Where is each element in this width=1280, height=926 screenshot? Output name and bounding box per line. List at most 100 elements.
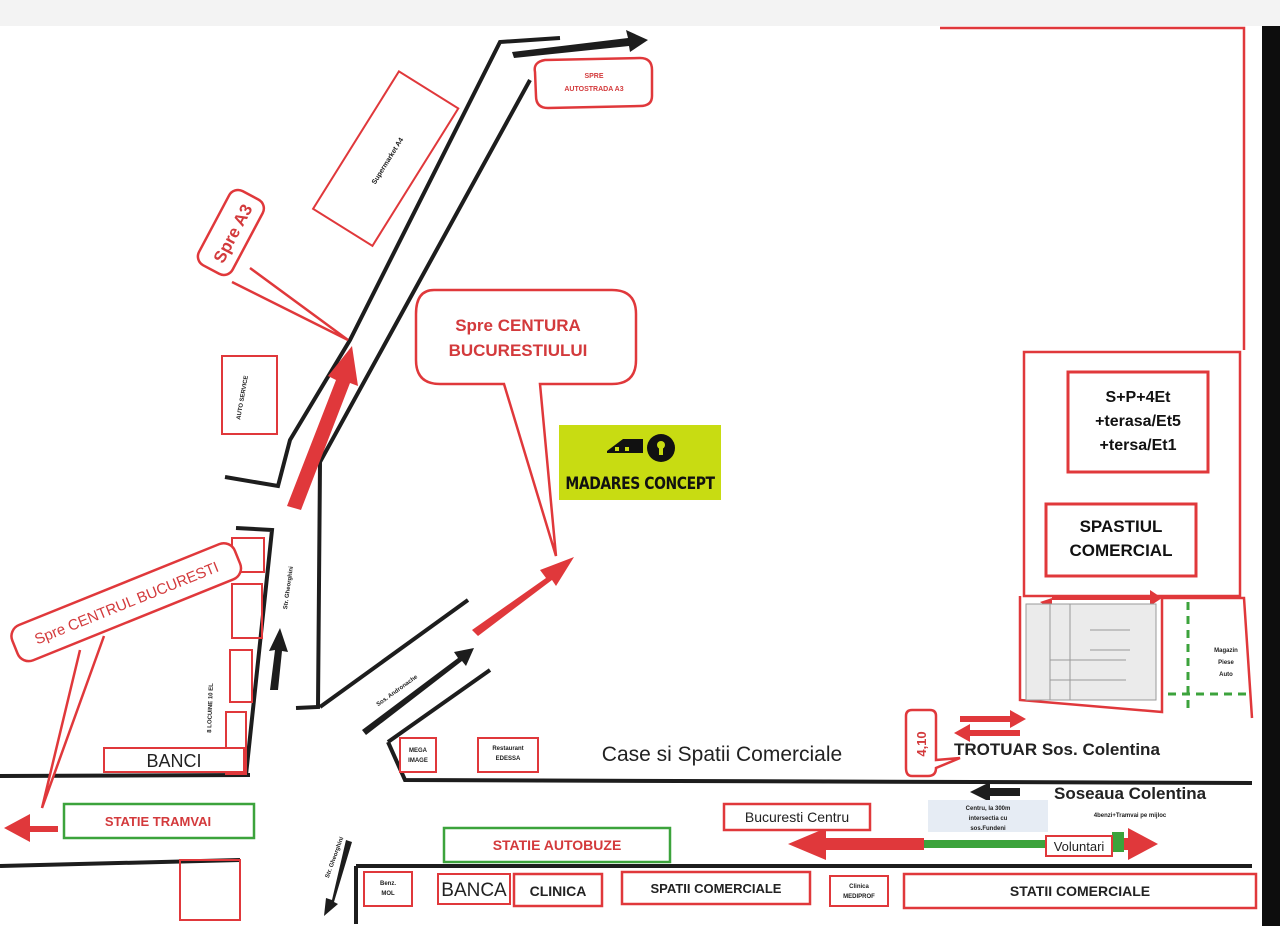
clinica-label: CLINICA <box>530 883 587 899</box>
building-line1: S+P+4Et <box>1106 389 1172 406</box>
centura-line2: BUCURESTIULUI <box>449 341 588 360</box>
callout-centura: Spre CENTURA BUCURESTIULUI <box>414 288 638 557</box>
stair-area <box>1025 603 1157 701</box>
auto-service-label: AUTO SERVICE <box>236 375 250 420</box>
statii-comerciale-box <box>902 872 1258 910</box>
statie-autobuze-box <box>442 826 672 864</box>
spatii-comerciale-label: SPATII COMERCIALE <box>651 881 782 896</box>
green-tram-line <box>924 840 1046 848</box>
magazin-green-lines <box>1168 602 1250 712</box>
road-andronache-upper <box>318 598 470 709</box>
supermarket-label: Supermarket A4 <box>371 137 405 186</box>
svg-text:Piese: Piese <box>1218 660 1234 666</box>
stair-plot <box>1018 596 1164 714</box>
road-main-north-edge <box>386 741 1253 785</box>
bucuresti-centru-label: Bucuresti Centru <box>745 809 849 825</box>
key-house-icon <box>607 434 675 462</box>
spatii-comerciale-box <box>620 870 812 906</box>
building-box: S+P+4Et +terasa/Et5 +tersa/Et1 <box>1066 370 1210 474</box>
sos-andronache-label: Sos. Andronache <box>376 674 420 708</box>
road-left-north <box>0 773 251 778</box>
benz-mol-box <box>363 871 413 907</box>
building-plot <box>1022 350 1242 598</box>
arrow-left-colentina <box>970 782 1020 802</box>
statii-comerciale-label: STATII COMERCIALE <box>1010 883 1150 899</box>
clinica-box <box>512 872 604 908</box>
madares-concept-logo: MADARES CONCEPT <box>559 425 721 500</box>
right-edge <box>1262 26 1280 926</box>
red-arrow-bucuresti-centru <box>788 828 924 860</box>
left-block-rects <box>179 355 278 921</box>
green-tram-end <box>1112 832 1124 852</box>
str-gheorghini-label: Str. Gheorghini <box>283 566 295 610</box>
spatiul-line1: SPASTIUL <box>1080 517 1163 536</box>
case-spatii-label: Case si Spatii Comerciale <box>602 743 842 766</box>
centru-note-bg <box>928 800 1048 832</box>
statie-tramvai-box <box>62 802 256 840</box>
road-andronache-lower <box>386 668 492 744</box>
banca-label: BANCA <box>441 880 507 901</box>
mediprof-line1: Clinica <box>849 884 869 890</box>
callout-tram: 4,10 <box>904 708 961 778</box>
spatiul-line2: COMERCIAL <box>1070 541 1173 560</box>
top-strip <box>0 0 1280 26</box>
red-arrow-a3 <box>287 346 358 510</box>
mediprof-line2: MEDIPROF <box>843 894 875 900</box>
mega-line2: IMAGE <box>408 758 428 764</box>
svg-text:Magazin: Magazin <box>1214 648 1238 654</box>
benz-line1: Benz. <box>380 881 396 887</box>
building-line3: +tersa/Et1 <box>1100 437 1177 454</box>
soseaua-label: Soseaua Colentina <box>1054 784 1207 803</box>
red-arrow-centura <box>472 557 574 636</box>
tram-numbers: 4,10 <box>914 731 929 756</box>
benz-line2: MOL <box>381 891 395 897</box>
property-outline <box>940 26 1254 719</box>
road-left-block <box>235 526 275 776</box>
centru-note-1: Centru, la 300m <box>966 806 1011 812</box>
statie-tramvai-label: STATIE TRAMVAI <box>105 814 211 829</box>
black-arrows <box>269 30 1020 916</box>
arrow-top-right <box>512 30 648 58</box>
mega-line1: MEGA <box>409 748 428 754</box>
stair-drawing <box>1025 603 1157 701</box>
property-top-edge <box>940 26 1246 350</box>
centru-note-3: sos.Fundeni <box>970 826 1006 832</box>
spatiul-box: SPASTIUL COMERCIAL <box>1044 502 1198 578</box>
autostrada-line1: SPRE <box>584 73 603 80</box>
auto-service-box <box>221 355 278 435</box>
banci-label: BANCI <box>146 751 201 771</box>
autostrada-line2: AUTOSTRADA A3 <box>564 86 623 93</box>
banca-box <box>437 873 511 905</box>
magazin-label: Magazin Piese Auto <box>1214 648 1238 678</box>
supermarket-box: Supermarket A4 <box>311 70 460 248</box>
arrow-down-bottom <box>324 840 352 916</box>
building-line2: +terasa/Et5 <box>1095 413 1181 430</box>
benzi-label: 4benzi+Tramvai pe mijloc <box>1094 813 1167 819</box>
mega-image-box <box>399 737 437 773</box>
centura-line1: Spre CENTURA <box>455 316 581 335</box>
red-arrows <box>4 346 1162 860</box>
arrow-andronache <box>362 648 474 735</box>
red-arrow-left-tramvai <box>4 814 58 842</box>
restaurant-box <box>477 737 539 773</box>
callout-spre-a3: Spre A3 <box>196 188 349 342</box>
svg-text:Auto: Auto <box>1219 672 1233 678</box>
trotuar-label: TROTUAR Sos. Colentina <box>954 740 1160 759</box>
restaurant-line1: Restaurant <box>492 746 523 752</box>
magazin-plot <box>1162 596 1254 719</box>
voluntari-box <box>1045 835 1113 857</box>
statie-autobuze-label: STATIE AUTOBUZE <box>493 837 622 853</box>
banci-box <box>103 747 245 773</box>
centrul-label: Spre CENTRUL BUCURESTI <box>32 559 221 649</box>
bucuresti-centru-box <box>722 802 872 832</box>
arrow-up-gheorghini <box>269 628 288 690</box>
road-ne-right-edge <box>295 79 532 710</box>
voluntari-label: Voluntari <box>1054 839 1105 854</box>
locuinte-label: 8 LOCUINE 10 EL <box>207 683 215 733</box>
centru-note-2: intersectia cu <box>969 816 1008 822</box>
logo-text: MADARES CONCEPT <box>565 474 715 494</box>
bottom-left-box <box>179 859 241 921</box>
red-arrow-trotuar-right <box>960 710 1026 728</box>
callout-autostrada-a3: SPRE AUTOSTRADA A3 <box>533 56 654 110</box>
